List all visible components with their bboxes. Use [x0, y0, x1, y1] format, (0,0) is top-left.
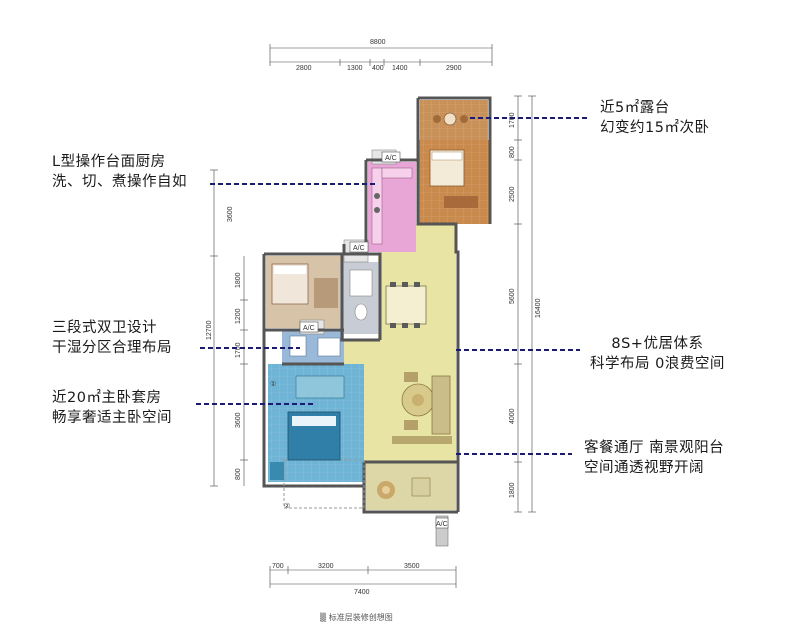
dim-left-inner-5: 800	[235, 468, 242, 480]
ac-label-4: A/C	[436, 521, 448, 528]
callout-master-line1: 近20㎡主卧套房	[52, 390, 162, 406]
dimension-lines	[210, 44, 536, 588]
dim-right-inner-4: 5600	[509, 288, 516, 304]
axis-marker-2: ②	[284, 502, 290, 510]
ac-label-3: A/C	[303, 325, 315, 332]
dim-bottom-seg-1: 700	[272, 563, 284, 570]
dim-bottom-total: 7400	[354, 589, 370, 596]
dim-left-outer-1: 3600	[227, 206, 234, 222]
callout-system-line1: 8S+优居体系	[611, 336, 704, 352]
balcony-room	[364, 462, 456, 510]
callout-system: 8S+优居体系 科学布局 0浪费空间	[590, 334, 725, 374]
dim-left-inner-2: 1200	[235, 308, 242, 324]
dim-right-inner-5: 4000	[509, 408, 516, 424]
plan-caption-text: 标准层装修创想图	[328, 613, 393, 622]
callout-leaders	[196, 117, 590, 455]
callout-bathroom: 三段式双卫设计 干湿分区合理布局	[52, 318, 172, 358]
dim-bottom-seg-2: 3200	[318, 563, 334, 570]
dim-top-seg-5: 2900	[446, 65, 462, 72]
callout-terrace: 近5㎡露台 幻变约15㎡次卧	[600, 98, 709, 138]
callout-master: 近20㎡主卧套房 畅享奢适主卧空间	[52, 388, 172, 428]
callout-terrace-line2: 幻变约15㎡次卧	[600, 120, 710, 136]
ac-units	[299, 151, 449, 529]
callout-terrace-line1: 近5㎡露台	[600, 100, 670, 116]
callout-living: 客餐通厅 南景观阳台 空间通透视野开阔	[584, 438, 724, 478]
dim-top-total: 8800	[370, 39, 386, 46]
callout-living-line2: 空间通透视野开阔	[584, 460, 704, 476]
callout-living-line1: 客餐通厅 南景观阳台	[584, 440, 725, 456]
walls	[262, 96, 492, 514]
ac-label-2: A/C	[353, 245, 365, 252]
dim-right-outer: 16400	[535, 298, 542, 318]
ac-label-1: A/C	[385, 155, 397, 162]
dim-left-inner-4: 3600	[235, 412, 242, 428]
plan-caption: ▒ 标准层装修创想图	[320, 613, 393, 622]
dim-left-inner-3: 1700	[235, 342, 242, 358]
dim-right-inner-3: 2500	[509, 186, 516, 202]
dim-top-seg-1: 2800	[296, 65, 312, 72]
callout-kitchen: L型操作台面厨房 洗、切、煮操作自如	[52, 152, 187, 192]
dim-left-outer-2: 12700	[206, 320, 213, 340]
dim-right-inner-1: 1700	[509, 112, 516, 128]
dim-left-inner-1: 1800	[235, 272, 242, 288]
dim-right-inner-6: 1800	[509, 482, 516, 498]
axis-marker-1: ①	[270, 380, 276, 388]
callout-master-line2: 畅享奢适主卧空间	[52, 410, 172, 426]
callout-kitchen-line1: L型操作台面厨房	[52, 154, 166, 170]
dim-top-seg-3: 400	[372, 65, 384, 72]
callout-bathroom-line1: 三段式双卫设计	[52, 320, 157, 336]
dim-top-seg-4: 1400	[392, 65, 408, 72]
callout-system-line2: 科学布局 0浪费空间	[590, 356, 725, 372]
callout-bathroom-line2: 干湿分区合理布局	[52, 340, 172, 356]
dim-top-seg-2: 1300	[347, 65, 363, 72]
callout-kitchen-line2: 洗、切、煮操作自如	[52, 174, 187, 190]
dim-right-inner-2: 800	[509, 146, 516, 158]
dim-bottom-seg-3: 3500	[404, 563, 420, 570]
